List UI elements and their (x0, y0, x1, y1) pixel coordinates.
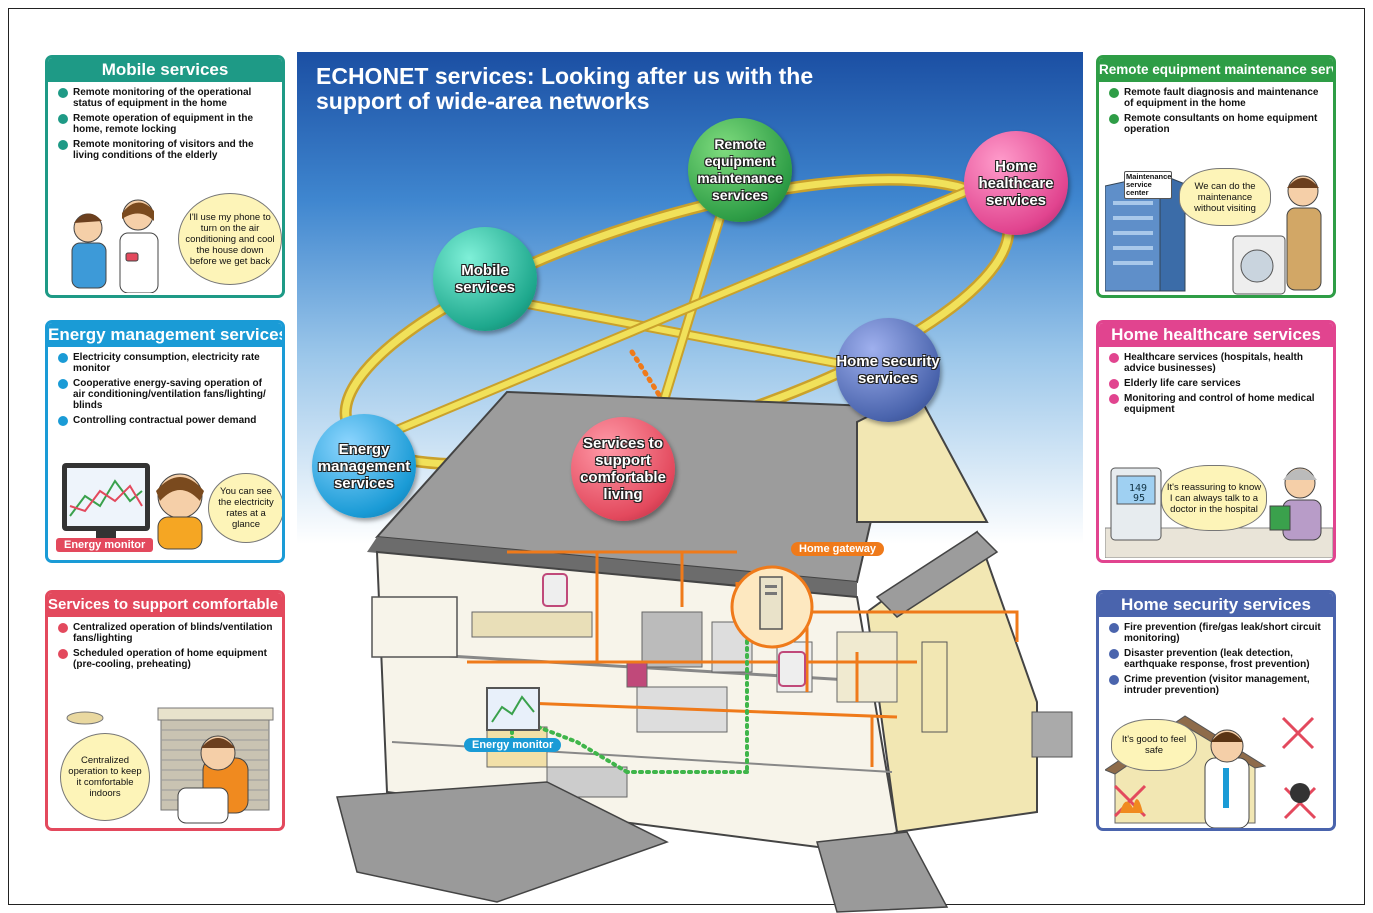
panel-mobile-list: Remote monitoring of the operational sta… (48, 87, 282, 161)
list-item: Scheduled operation of home equipment (p… (58, 648, 276, 670)
list-item: Electricity consumption, electricity rat… (58, 352, 276, 374)
panel-comfortable-living: Services to support comfortable living C… (45, 590, 285, 831)
panel-healthcare-heading: Home healthcare services (1099, 323, 1333, 347)
device-reading-top: 149 (1129, 483, 1148, 494)
circle-energy-management: Energy management services (312, 414, 416, 518)
list-item: Healthcare services (hospitals, health a… (1109, 352, 1327, 374)
list-item: Remote monitoring of visitors and the li… (58, 139, 276, 161)
panel-mobile-services: Mobile services Remote monitoring of the… (45, 55, 285, 298)
panel-comfort-heading: Services to support comfortable living (48, 593, 282, 617)
panel-security-heading: Home security services (1099, 593, 1333, 617)
device-reading-bottom: 95 (1133, 493, 1146, 504)
panel-home-security: Home security services Fire prevention (… (1096, 590, 1336, 831)
blinds-and-person-icon (66, 707, 274, 824)
gateway-device (759, 576, 783, 630)
panel-comfort-list: Centralized operation of blinds/ventilat… (48, 622, 282, 670)
list-item: Elderly life care services (1109, 378, 1327, 389)
panel-energy-list: Electricity consumption, electricity rat… (48, 352, 282, 426)
panel-home-healthcare: Home healthcare services Healthcare serv… (1096, 320, 1336, 563)
speech-bubble-healthcare: It's reassuring to know I can always tal… (1161, 465, 1267, 531)
panel-energy-heading: Energy management services (48, 323, 282, 347)
list-item: Fire prevention (fire/gas leak/short cir… (1109, 622, 1327, 644)
speech-bubble-mobile: I'll use my phone to turn on the air con… (178, 193, 282, 285)
circle-comfortable-living: Services to support comfortable living (571, 417, 675, 521)
list-item: Remote consultants on home equipment ope… (1109, 113, 1327, 135)
speech-bubble-energy: You can see the electricity rates at a g… (208, 473, 282, 543)
panel-healthcare-list: Healthcare services (hospitals, health a… (1099, 352, 1333, 415)
network-illustration (336, 160, 1073, 913)
panel-remote-list: Remote fault diagnosis and maintenance o… (1099, 87, 1333, 135)
circle-home-healthcare: Home healthcare services (964, 131, 1068, 235)
panel-remote-heading: Remote equipment maintenance services (1099, 58, 1333, 82)
energy-monitor-tag: Energy monitor (56, 538, 154, 552)
speech-bubble-remote: We can do the maintenance without visiti… (1179, 168, 1271, 226)
maintenance-center-icon (1105, 173, 1322, 295)
list-item: Remote fault diagnosis and maintenance o… (1109, 87, 1327, 109)
speech-bubble-security: It's good to feel safe (1111, 719, 1197, 771)
energy-monitor-screen-icon (62, 463, 204, 550)
figure-title: ECHONET services: Looking after us with … (316, 63, 814, 114)
circle-home-security: Home security services (836, 318, 940, 422)
list-item: Remote operation of equipment in the hom… (58, 113, 276, 135)
list-item: Centralized operation of blinds/ventilat… (58, 622, 276, 644)
list-item: Remote monitoring of the operational sta… (58, 87, 276, 109)
panel-security-list: Fire prevention (fire/gas leak/short cir… (1099, 622, 1333, 696)
home-gateway-label: Home gateway (791, 542, 885, 556)
panel-energy-management: Energy management services Electricity c… (45, 320, 285, 563)
list-item: Crime prevention (visitor management, in… (1109, 674, 1327, 696)
circle-mobile: Mobile services (433, 227, 537, 331)
maintenance-center-sign: Maintenance service center (1124, 171, 1172, 199)
house-energy-monitor-label: Energy monitor (464, 738, 562, 752)
family-with-phone-icon (71, 199, 159, 293)
circle-remote-maintenance: Remote equipment maintenance services (688, 118, 792, 222)
speech-bubble-comfort: Centralized operation to keep it comfort… (60, 733, 150, 821)
healthcare-scene-icon (1105, 467, 1333, 558)
list-item: Monitoring and control of home medical e… (1109, 393, 1327, 415)
list-item: Cooperative energy-saving operation of a… (58, 378, 276, 411)
panel-remote-maintenance: Remote equipment maintenance services Re… (1096, 55, 1336, 298)
panel-mobile-heading: Mobile services (48, 58, 282, 82)
figure-frame (8, 8, 1365, 905)
list-item: Disaster prevention (leak detection, ear… (1109, 648, 1327, 670)
list-item: Controlling contractual power demand (58, 415, 276, 426)
